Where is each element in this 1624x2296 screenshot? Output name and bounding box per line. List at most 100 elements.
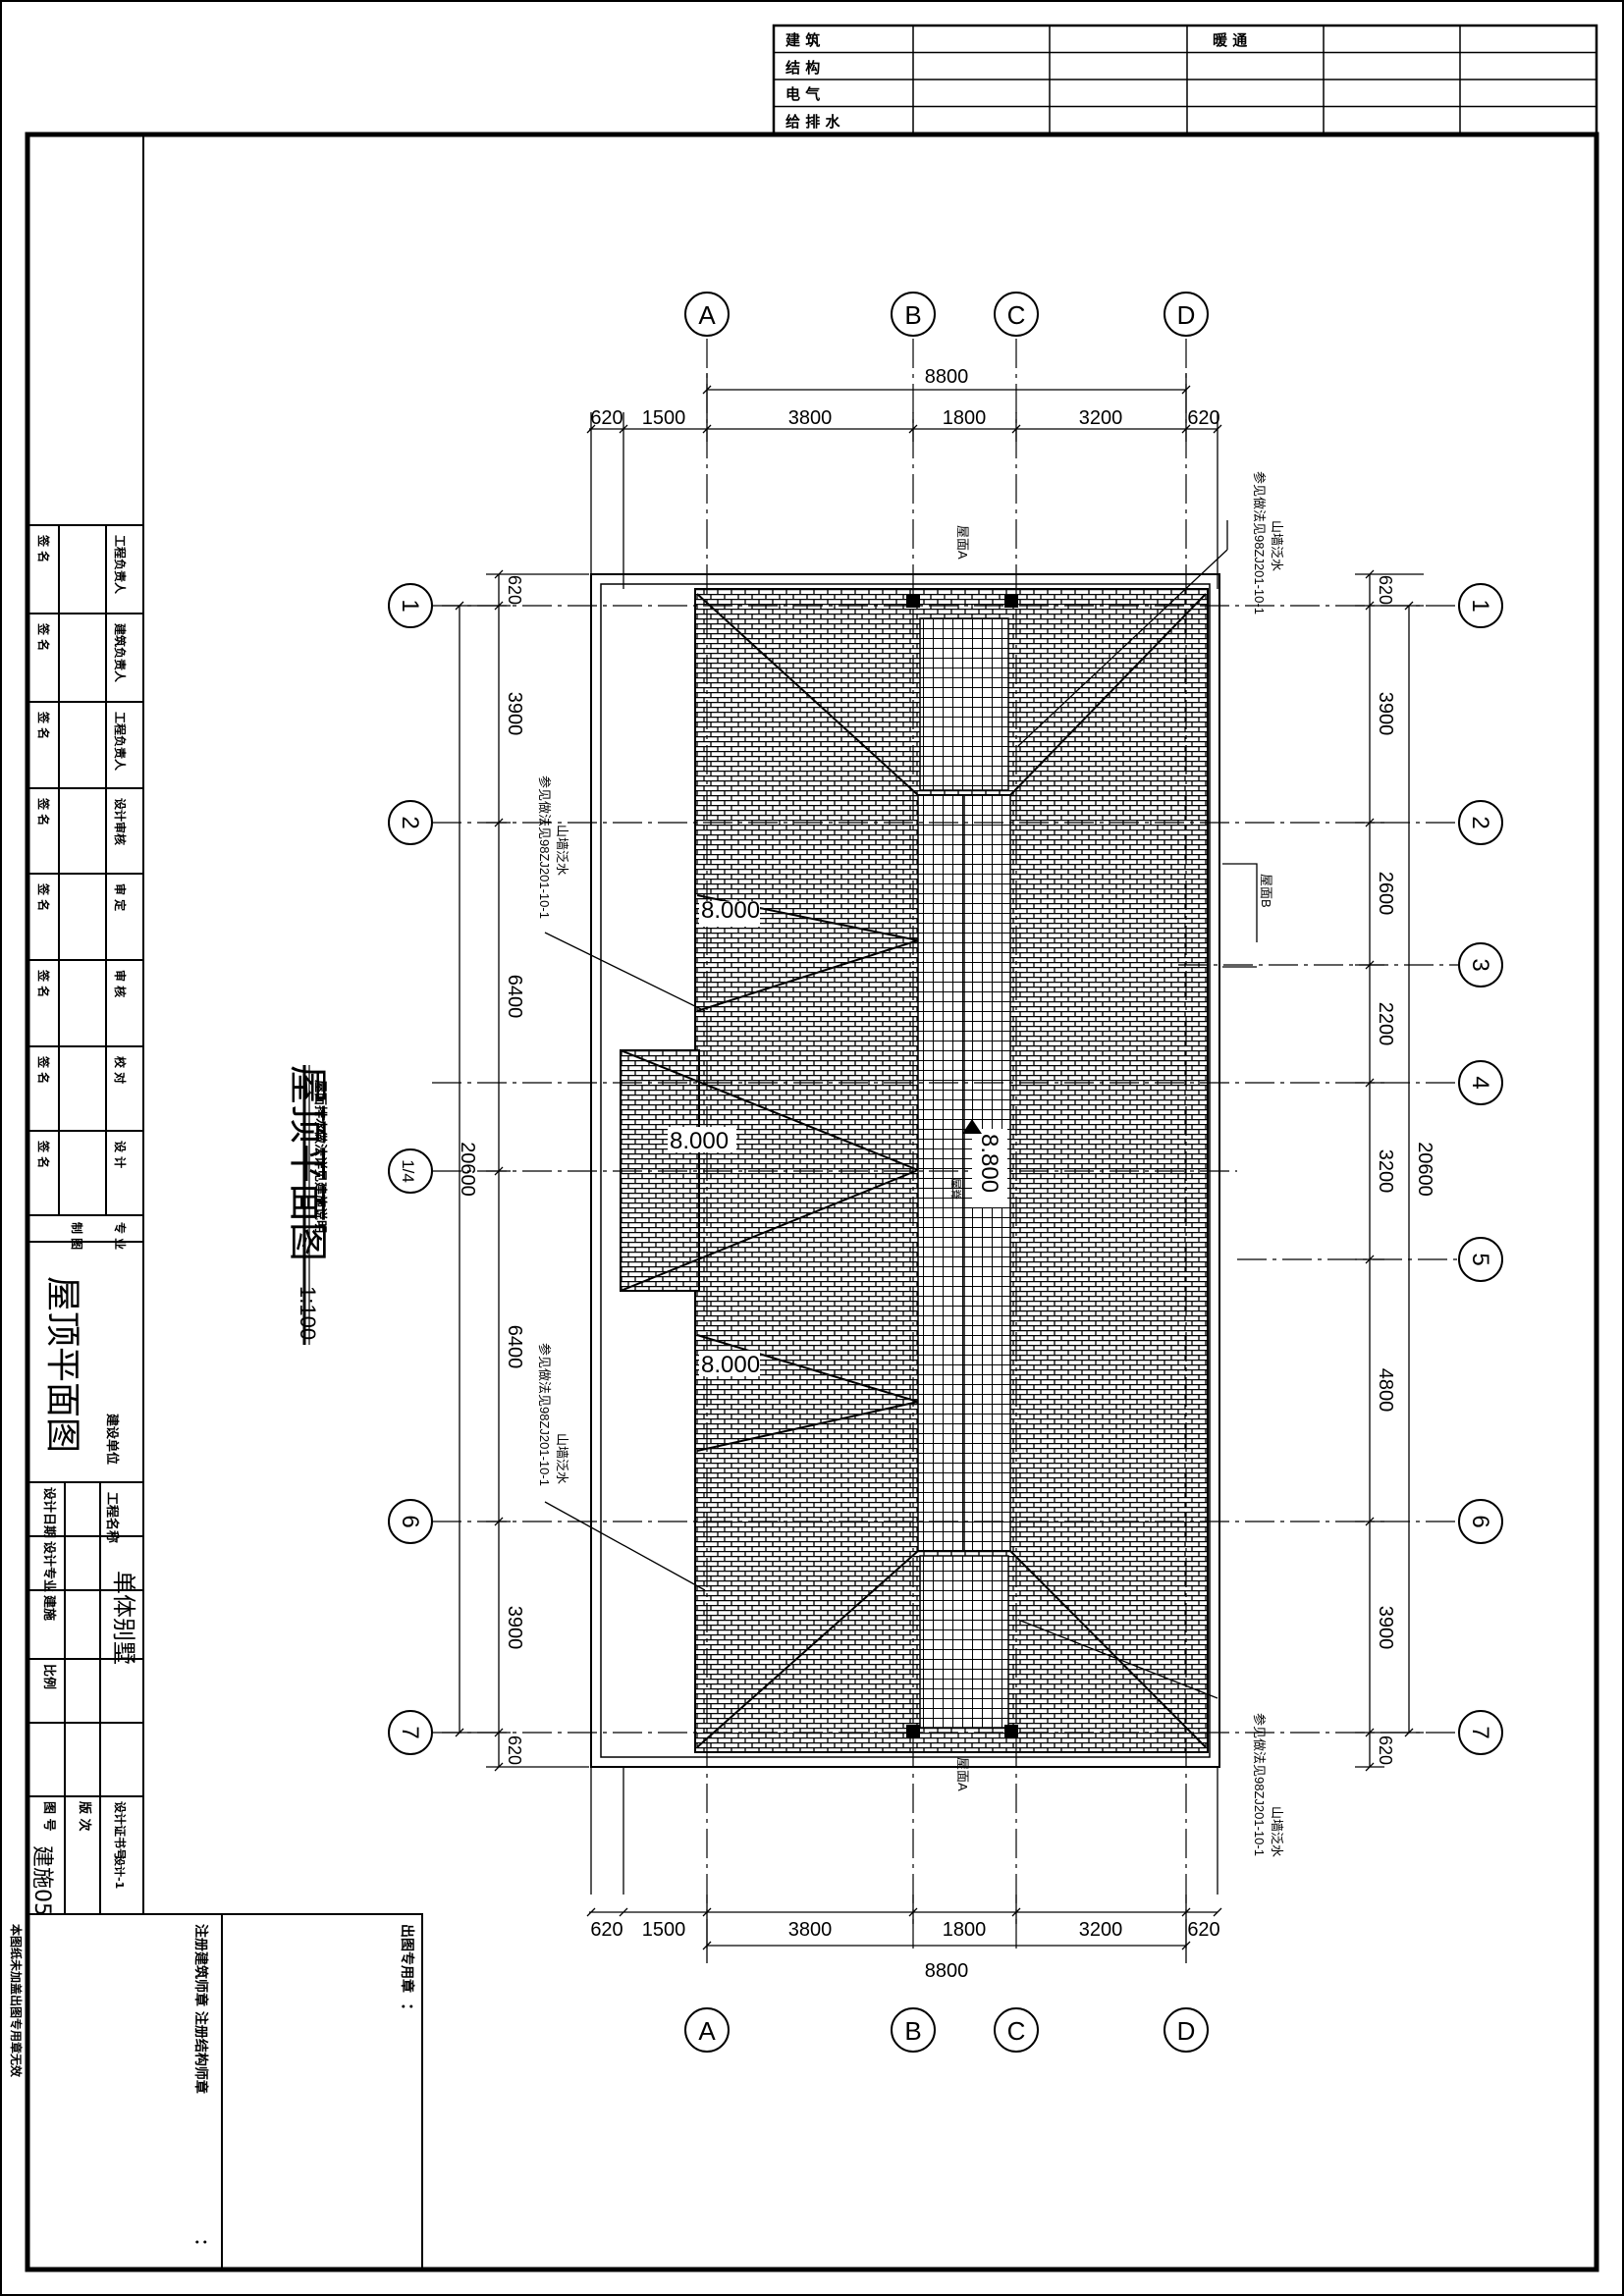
axis-c-top: C: [1007, 300, 1026, 330]
drawing-number: 建施05: [29, 1845, 54, 1916]
footer-note: 本图纸未加盖出图专用章无效: [9, 1924, 24, 2078]
elevation-3: 8.000: [701, 1352, 760, 1378]
sign-cell-7: 签 名: [36, 1055, 51, 1084]
field-scale: 比例: [41, 1664, 57, 1689]
row-project-lead: 工程负责人: [113, 535, 128, 595]
drawing-subtitle: 屋面排水做法详见建施说明: [312, 1080, 328, 1233]
dim-total-h-bottom: 8800: [925, 1960, 969, 1982]
note-ref-bottom-right: 参见做法见98ZJ201-10-1: [1252, 1713, 1267, 1856]
axis-1-left: 1: [397, 599, 423, 612]
row-approve: 审 定: [113, 883, 128, 911]
axis-a-top: A: [698, 300, 716, 330]
row-arch-lead: 建筑负责人: [113, 622, 128, 683]
axis-6-right: 6: [1467, 1515, 1493, 1527]
row-draw: 制 图: [70, 1222, 84, 1250]
dim-v-left-3: 6400: [504, 1325, 525, 1369]
field-discipline: 设计专业: [41, 1541, 57, 1592]
axis-b-bottom: B: [904, 2016, 921, 2046]
discipline-hvac: 暖 通: [1213, 31, 1247, 49]
stamp-output-colon: ：: [399, 2002, 417, 2018]
dim-v-left-0: 620: [505, 575, 524, 605]
drawing-scale: 1:100: [296, 1286, 320, 1340]
discipline-electrical: 电 气: [785, 85, 820, 103]
dim-h-top-1: 1500: [642, 407, 686, 429]
axis-7-right: 7: [1467, 1726, 1493, 1738]
discipline-plumbing: 给 排 水: [785, 113, 840, 131]
discipline-sign-table: 建 筑 结 构 电 气 给 排 水 暖 通: [772, 24, 1598, 135]
axis-b-top: B: [904, 300, 921, 330]
construction-unit-label: 建设单位: [104, 1414, 120, 1465]
note-ref-left-1: 参见做法见98ZJ201-10-1: [537, 775, 552, 919]
axis-7-left: 7: [397, 1726, 423, 1738]
dim-v-right-6: 3900: [1375, 1606, 1396, 1650]
row-review: 审 核: [113, 970, 128, 997]
project-name: 单体别墅: [110, 1571, 137, 1665]
elevation-1: 8.000: [701, 897, 760, 924]
dim-total-h-top: 8800: [925, 366, 969, 388]
roof-a-bottom: [919, 1555, 1009, 1729]
dim-h-top-3: 1800: [943, 407, 987, 429]
sign-cell-6: 签 名: [36, 969, 51, 997]
dim-v-right-5: 4800: [1375, 1368, 1396, 1413]
dim-total-v-left: 20600: [457, 1142, 478, 1197]
note-gable-top-right: 山墙泛水: [1270, 520, 1284, 571]
sign-cell-3: 签 名: [36, 711, 51, 739]
drawing-title-block: 屋顶平面图 1:100 屋面排水做法详见建施说明: [285, 1065, 330, 1345]
dim-h-top-2: 3800: [788, 407, 833, 429]
dim-h-top-4: 3200: [1079, 407, 1123, 429]
dim-h-bottom-4: 3200: [1079, 1919, 1123, 1941]
sign-cell-2: 签 名: [36, 622, 51, 651]
note-gable-left-2: 山墙泛水: [555, 1433, 569, 1484]
row-check: 校 对: [113, 1056, 128, 1084]
note-ref-left-2: 参见做法见98ZJ201-10-1: [537, 1343, 552, 1486]
dim-v-right-2: 2600: [1375, 872, 1396, 916]
axis-c-bottom: C: [1007, 2016, 1026, 2046]
dim-v-right-4: 3200: [1375, 1149, 1396, 1194]
discipline-architecture: 建 筑: [785, 31, 820, 49]
dim-v-left-1: 3900: [504, 692, 525, 736]
note-gable-bottom-right: 山墙泛水: [1270, 1806, 1284, 1857]
dim-v-right-0: 620: [1376, 575, 1395, 605]
axis-4-right: 4: [1467, 1076, 1493, 1089]
drawing-title: 屋顶平面图: [285, 1065, 330, 1261]
dim-h-bottom-2: 3800: [788, 1919, 833, 1941]
field-type: 建施: [41, 1595, 57, 1621]
row-design-review: 设计审核: [113, 798, 128, 845]
row-project-lead-2: 工程负责人: [113, 712, 128, 772]
dim-v-right-3: 2200: [1375, 1002, 1396, 1046]
axis-1-right: 1: [1467, 599, 1493, 612]
dim-h-bottom-5: 620: [1187, 1919, 1219, 1941]
sign-cell-5: 签 名: [36, 882, 51, 911]
dim-h-bottom-1: 1500: [642, 1919, 686, 1941]
axis-d-bottom: D: [1177, 2016, 1196, 2046]
axis-a-bottom: A: [698, 2016, 716, 2046]
dim-h-top-5: 620: [1187, 407, 1219, 429]
axis-2-left: 2: [397, 816, 423, 828]
number-label: 图 号: [41, 1801, 56, 1832]
note-ridge: 屋脊: [949, 1178, 963, 1200]
dim-v-left-2: 6400: [504, 975, 525, 1019]
elevation-2: 8.000: [670, 1128, 729, 1154]
dim-h-top-0: 620: [590, 407, 623, 429]
row-design: 设 计: [113, 1141, 128, 1168]
project-name-label: 工程名称: [104, 1492, 120, 1543]
axis-2-right: 2: [1467, 816, 1493, 828]
stamp-registered: 注册建筑师章 注册结构师章: [192, 1924, 209, 2094]
field-date: 设计日期: [41, 1487, 57, 1538]
axis-5-right: 5: [1467, 1253, 1493, 1265]
dim-total-v-right: 20600: [1414, 1142, 1435, 1197]
roof-a-top: [919, 617, 1009, 791]
sign-cell-8: 签 名: [36, 1140, 51, 1168]
discipline-structure: 结 构: [785, 59, 820, 77]
dim-v-right-7: 620: [1376, 1735, 1395, 1765]
axis-1-4-left: 1/4: [399, 1159, 417, 1183]
row-discipline: 专 业: [113, 1222, 128, 1250]
elevation-ridge: 8.800: [976, 1134, 1002, 1193]
title-block-drawing-name: 屋顶平面图: [42, 1276, 82, 1453]
note-roof-a-top: 屋面A: [955, 525, 970, 560]
dim-v-left-4: 3900: [504, 1606, 525, 1650]
note-gable-left-1: 山墙泛水: [555, 825, 569, 876]
stamp-output: 出图专用章: [399, 1924, 415, 1993]
